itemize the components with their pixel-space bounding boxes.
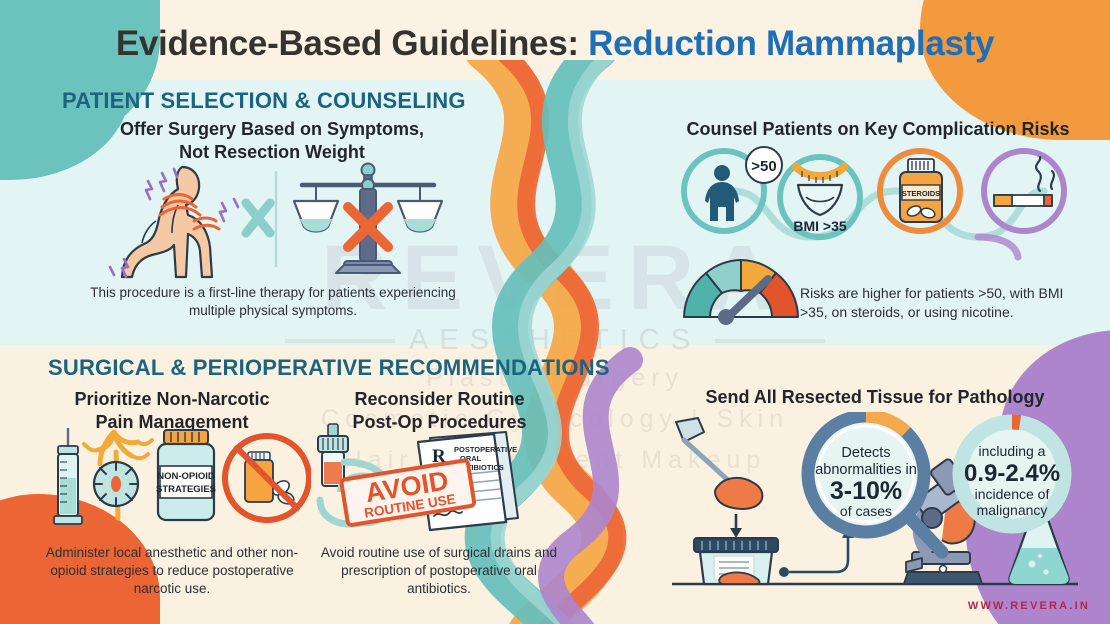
detection-line3: of cases [840,503,892,519]
syringe-icon [53,428,83,525]
bottle-label-line2: STRATEGIES [156,484,216,495]
postop-procedures-illustration: R POSTOPERATIVE ORAL ANTIBIOTICS [316,423,519,532]
risk-gauge-icon [683,259,799,325]
card-title-postop-procedures: Reconsider Routine Post-Op Procedures [352,389,527,432]
neuron-icon [82,429,154,521]
card-title-offer-surgery: Offer Surgery Based on Symptoms, Not Res… [119,119,425,162]
malignancy-line4: malignancy [977,502,1048,518]
no-opioids-icon [222,433,311,523]
steroids-bottle-label: STEROIDS [902,189,940,198]
rx-heading-line3: ANTIBIOTICS [456,463,504,472]
back-pain-patient-icon [108,165,240,279]
age-badge-circle [745,146,783,184]
bmi-icon [792,163,848,217]
card-title-counsel-risks: Counsel Patients on Key Complication Ris… [686,119,1070,139]
steroids-bottle-icon: STEROIDS [899,158,943,223]
complication-risk-icons: >50 BMI >35 STEROIDS [681,146,1067,261]
detection-rate-donut: Detects abnormalities in 3-10% of cases [801,412,949,559]
bottle-label-line1: NON-OPIOID [157,471,215,482]
specimen-jar-icon [693,537,779,586]
section-heading-surgical: SURGICAL & PERIOPERATIVE RECOMMENDATIONS [48,355,610,380]
rx-heading-line1: POSTOPERATIVE [454,445,517,454]
card-title-pathology: Send All Resected Tissue for Pathology [705,387,1045,407]
detection-value: 3-10% [830,477,902,505]
dna-helix-ribbon [464,60,643,624]
malignancy-rate-donut: including a 0.9-2.4% incidence of malign… [952,414,1072,534]
scalpel-tissue-icon [675,417,764,538]
cigarette-icon [993,155,1056,207]
rx-heading-line2: ORAL [460,454,482,463]
website-url[interactable]: WWW.REVERA.IN [967,600,1090,612]
malignancy-line1: including a [979,443,1046,459]
page-title: Evidence-Based Guidelines: Reduction Mam… [0,24,1110,64]
bmi-label: BMI >35 [793,218,847,234]
patient-age-icon [705,165,739,221]
risk-ring-steroids [877,148,963,234]
age-badge-label: >50 [751,158,776,175]
detection-line1: Detects [841,445,890,461]
risk-ring-nicotine [981,148,1067,234]
rx-symbol: R [432,446,446,467]
non-narcotic-illustration: NON-OPIOID STRATEGIES [53,428,311,525]
card-caption-pain-management: Administer local anesthetic and other no… [45,545,299,596]
gauge-needle [718,275,772,325]
risk-ring-age [681,148,767,234]
pathology-illustration: Detects abnormalities in 3-10% of cases … [672,412,1078,586]
non-opioid-bottle-icon: NON-OPIOID STRATEGIES [156,429,216,522]
card-caption-counsel-risks: Risks are higher for patients >50, with … [800,285,1064,320]
detection-line2: abnormalities in [815,462,917,478]
page-title-accent: Reduction Mammaplasty [588,24,995,63]
section-heading-patient: PATIENT SELECTION & COUNSELING [62,88,466,113]
card-title-pain-management: Prioritize Non-Narcotic Pain Management [74,389,270,432]
card-caption-postop-procedures: Avoid routine use of surgical drains and… [320,545,558,596]
malignancy-line3: incidence of [975,486,1050,502]
page-title-lead: Evidence-Based Guidelines: [115,24,589,63]
balance-scale-icon [292,162,444,274]
symptoms-vs-weight-illustration [108,162,444,279]
teal-x-icon [241,198,275,238]
card-caption-offer-surgery: This procedure is a first-line therapy f… [90,285,456,318]
malignancy-value: 0.9-2.4% [964,460,1060,487]
risk-ring-bmi [777,154,863,240]
avoid-stamp: AVOID ROUTINE USE [339,458,477,527]
